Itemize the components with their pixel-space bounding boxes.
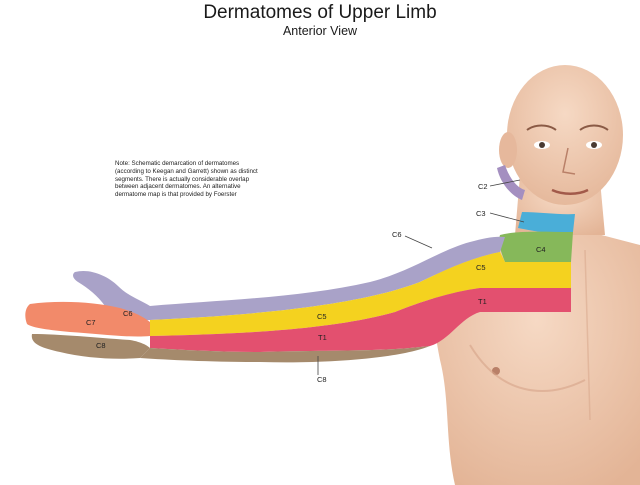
label-c5-shoulder: C5 bbox=[476, 263, 486, 272]
diagram-subtitle: Anterior View bbox=[282, 24, 358, 38]
label-t1-chest: T1 bbox=[478, 297, 487, 306]
head bbox=[507, 65, 623, 205]
note-text: Note: Schematic demarcation of dermatome… bbox=[115, 160, 258, 199]
band-c8-arm bbox=[140, 346, 430, 363]
label-c6-hand: C6 bbox=[123, 309, 133, 318]
sternum-line bbox=[584, 249, 591, 421]
label-c4: C4 bbox=[536, 245, 546, 254]
hand-fingers-c8 bbox=[31, 334, 150, 359]
hand-thumb-c6 bbox=[73, 270, 150, 321]
diagram-title: Dermatomes of Upper Limb bbox=[203, 2, 437, 23]
chest-shadow bbox=[469, 344, 586, 392]
leader-lines bbox=[317, 179, 525, 375]
band-c5-arm bbox=[150, 252, 571, 336]
label-c5-arm: C5 bbox=[317, 312, 327, 321]
ear bbox=[499, 132, 517, 168]
band-t1-arm bbox=[150, 288, 571, 352]
face bbox=[526, 124, 609, 195]
band-c2 bbox=[497, 165, 525, 200]
label-c2: C2 bbox=[478, 182, 488, 191]
hand-fingers-c7 bbox=[25, 301, 150, 337]
band-c4 bbox=[499, 231, 573, 262]
band-c6-arm bbox=[150, 236, 505, 320]
label-c6-shoulder: C6 bbox=[392, 230, 402, 239]
label-c7-hand: C7 bbox=[86, 318, 96, 327]
band-c3 bbox=[518, 212, 575, 234]
label-c3: C3 bbox=[476, 209, 486, 218]
label-c8-hand: C8 bbox=[96, 341, 106, 350]
label-c8-arm: C8 bbox=[317, 375, 327, 384]
label-t1-arm: T1 bbox=[318, 333, 327, 342]
